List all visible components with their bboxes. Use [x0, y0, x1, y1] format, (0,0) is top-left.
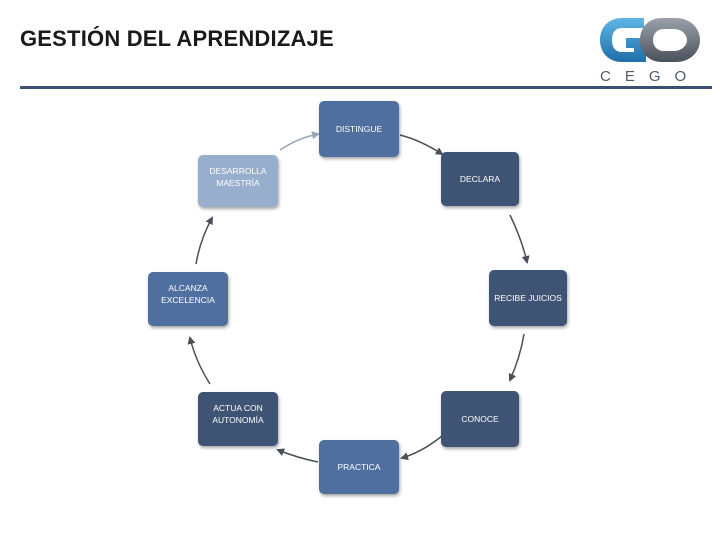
- arrow-declara-recibe: [509, 214, 530, 264]
- node-actua-con-autonomia: ACTUA CON AUTONOMÍA: [198, 392, 278, 446]
- page-title: GESTIÓN DEL APRENDIZAJE: [20, 26, 334, 51]
- node-label: ACTUA CON AUTONOMÍA: [212, 403, 264, 425]
- node-label: RECIBE JUICIOS: [494, 293, 562, 303]
- arrow-desarrolla-distingue: [279, 131, 320, 151]
- arrow-practica-actua: [276, 448, 319, 463]
- node-distingue: DISTINGUE: [319, 101, 399, 157]
- node-label: DECLARA: [459, 174, 501, 184]
- node-label: CONOCE: [461, 414, 499, 424]
- node-label: DESARROLLA MAESTRÍA: [209, 166, 267, 188]
- arrow-alcanza-desarrolla: [195, 216, 213, 265]
- logo-subtitle: CEGO: [600, 68, 701, 85]
- header-divider: [20, 86, 712, 89]
- node-label: DISTINGUE: [335, 124, 383, 134]
- arrow-distingue-declara: [399, 134, 444, 156]
- node-conoce: CONOCE: [441, 391, 519, 447]
- node-declara: DECLARA: [441, 152, 519, 206]
- arrow-recibe-conoce: [508, 333, 525, 382]
- arrow-conoce-practica: [400, 435, 443, 461]
- node-desarrolla-maestria: DESARROLLA MAESTRÍA: [198, 155, 278, 207]
- arrow-actua-alcanza: [187, 336, 211, 385]
- cego-logo-icon: [600, 18, 700, 62]
- node-label: ALCANZA EXCELENCIA: [161, 283, 215, 305]
- node-alcanza-excelencia: ALCANZA EXCELENCIA: [148, 272, 228, 326]
- node-label: PRACTICA: [337, 462, 381, 472]
- node-practica: PRACTICA: [319, 440, 399, 494]
- node-recibe-juicios: RECIBE JUICIOS: [489, 270, 567, 326]
